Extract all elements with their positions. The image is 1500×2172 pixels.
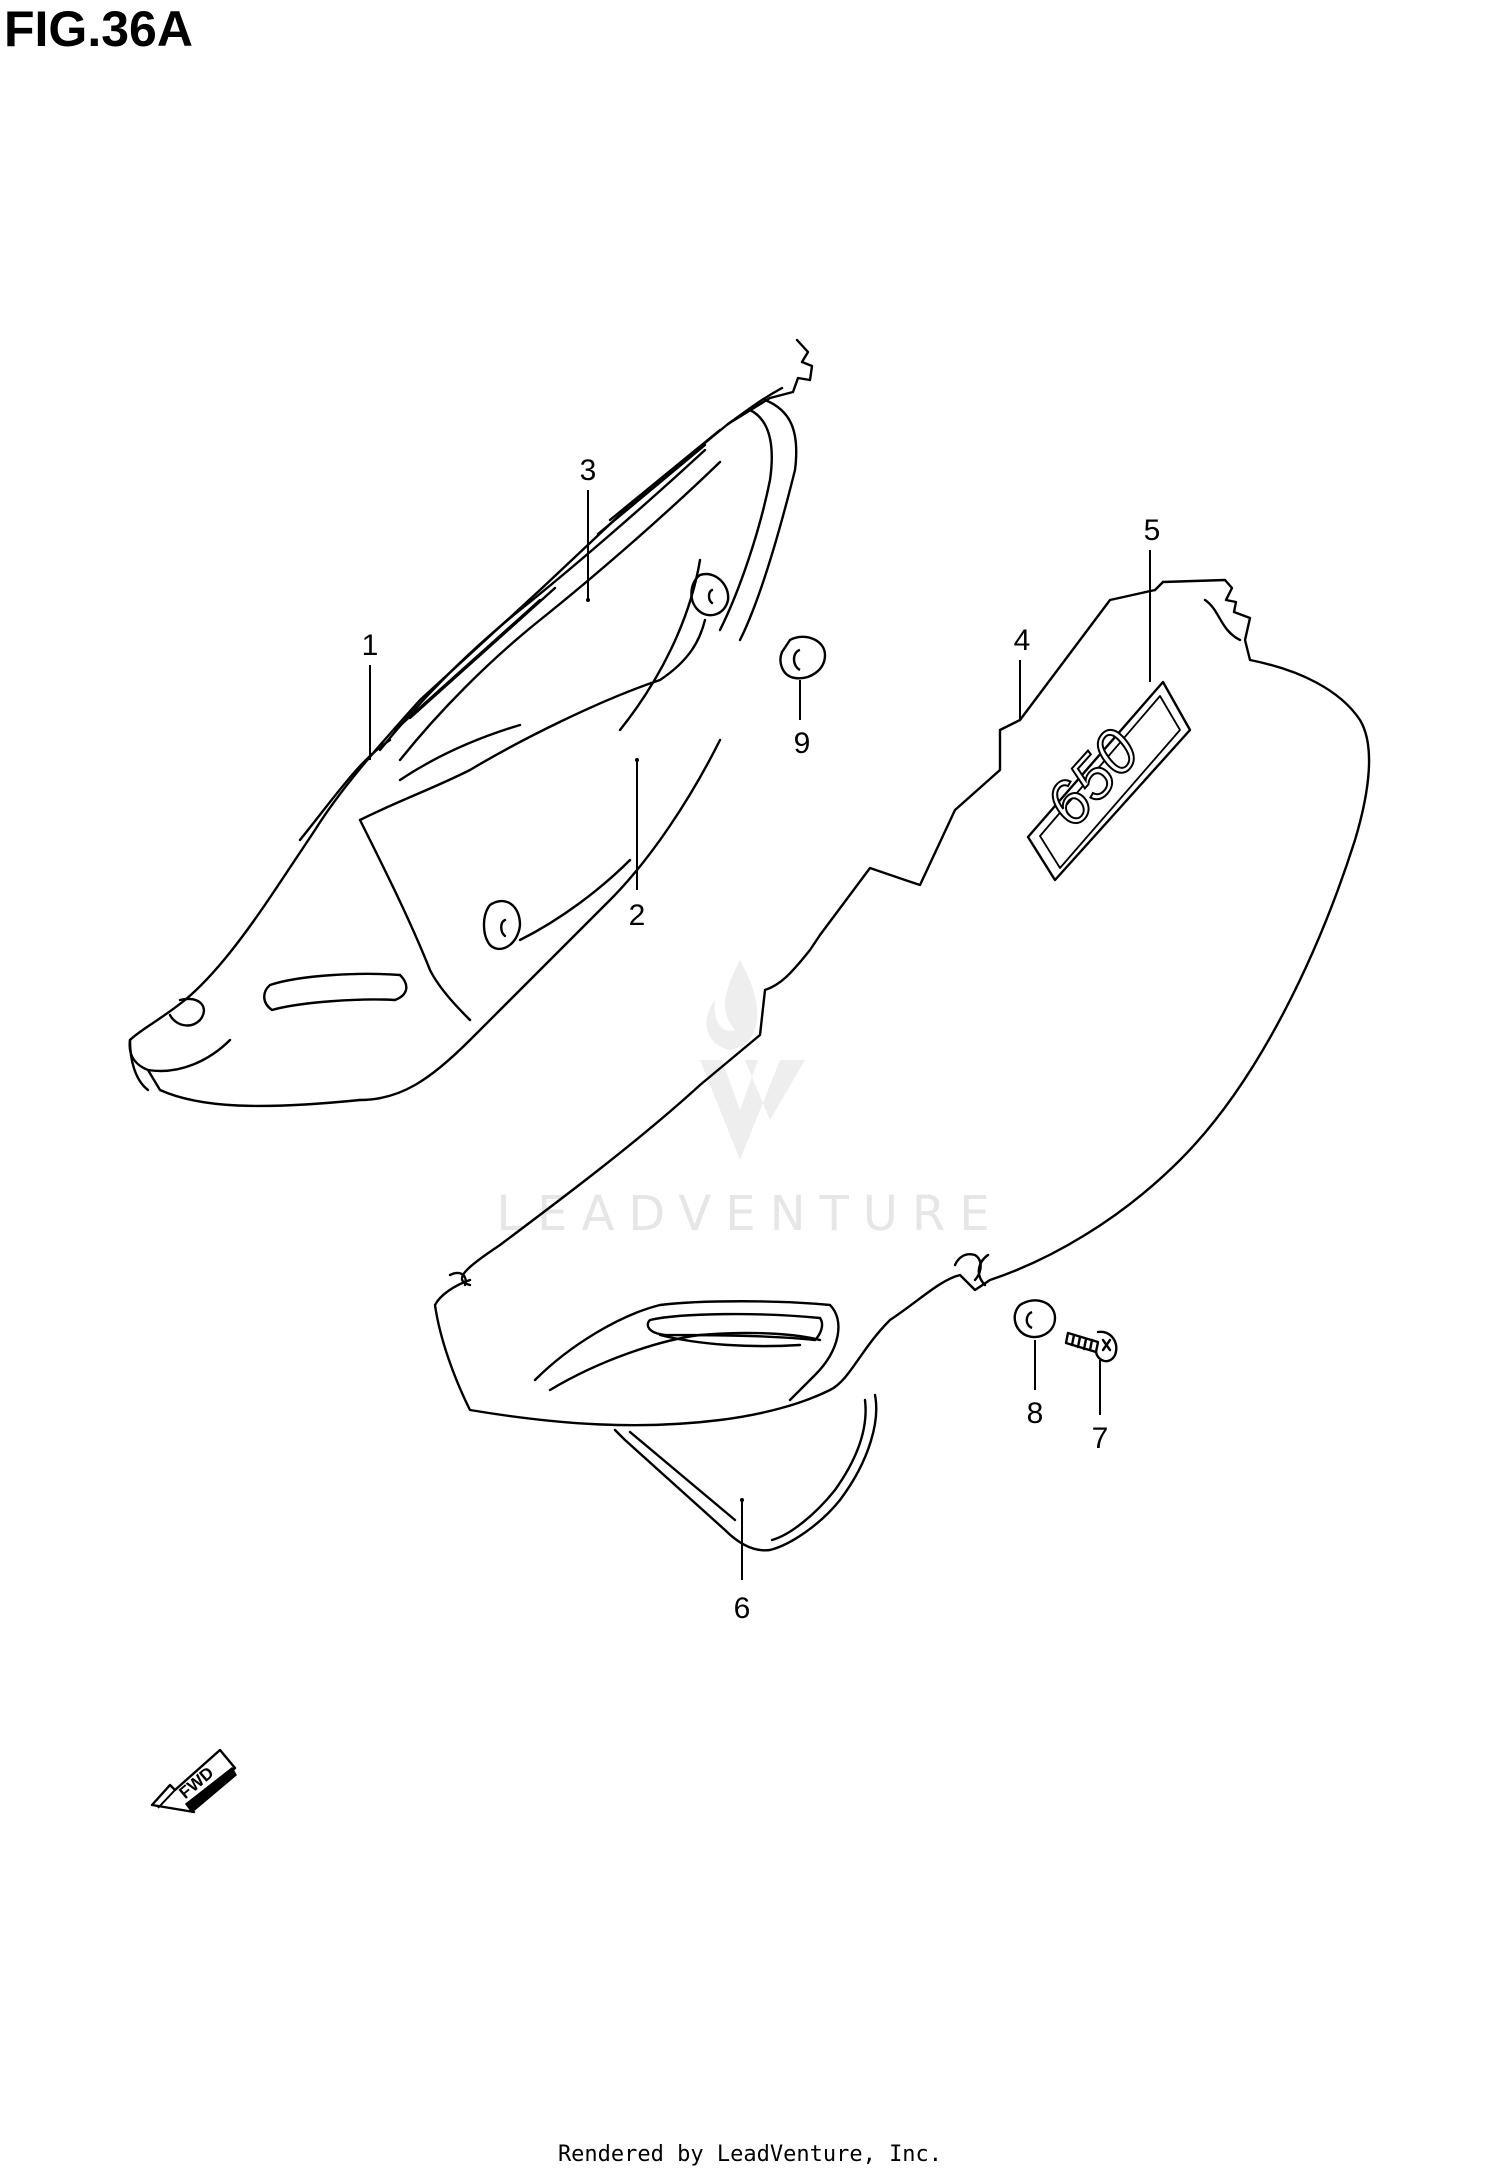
part-4-right-side-cover: [433, 578, 1371, 1427]
callout-9: 9: [794, 727, 811, 760]
callout-numbers: 1 2 3 4 5 6 7 8 9: [362, 454, 1161, 1625]
fwd-arrow-icon: FWD: [150, 1748, 237, 1814]
watermark-v-logo-icon: [700, 1060, 805, 1160]
part-7-screw: [1064, 1330, 1118, 1363]
part-9-grommet: [779, 635, 827, 680]
part-3-trim-strip: [378, 448, 722, 762]
leader-lines: [369, 490, 1151, 1580]
part-1-left-frame-cover: [128, 338, 814, 1108]
part-8-grommet: [1013, 1299, 1057, 1339]
callout-5: 5: [1144, 514, 1161, 547]
part-6-lower-panel: [613, 1393, 878, 1552]
footer-credit: Rendered by LeadVenture, Inc.: [557, 2142, 943, 2167]
callout-3: 3: [580, 454, 597, 487]
callout-7: 7: [1092, 1422, 1109, 1455]
watermark-flame-icon: [706, 960, 758, 1050]
callout-1: 1: [362, 629, 379, 662]
figure-title: FIG.36A: [4, 1, 193, 57]
emblem-650-text: 650: [1033, 717, 1154, 840]
callout-6: 6: [734, 1592, 751, 1625]
part-2-inner-panel: [358, 618, 707, 1022]
callout-4: 4: [1014, 624, 1031, 657]
watermark: LEADVENTURE: [496, 960, 1003, 1242]
callout-2: 2: [629, 899, 646, 932]
part-5-650-emblem: 650: [1026, 680, 1192, 882]
callout-8: 8: [1027, 1397, 1044, 1430]
watermark-text: LEADVENTURE: [496, 1186, 1003, 1242]
